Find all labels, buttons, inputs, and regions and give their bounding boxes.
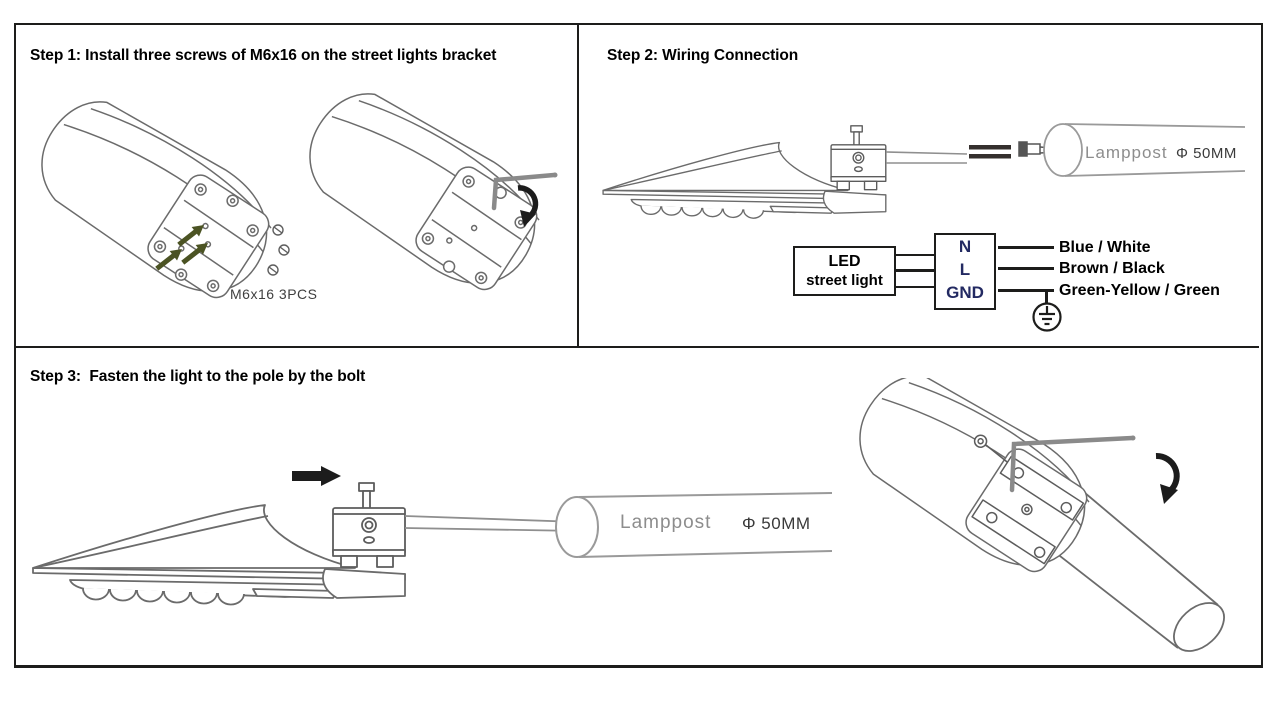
insert-direction-arrow-icon: [292, 466, 341, 486]
street-light-side-illustration-step3: [32, 466, 833, 606]
wire-gnd-out: [998, 289, 1054, 292]
lamppost-tube: [555, 492, 833, 558]
terminal-box: N L GND: [934, 233, 996, 310]
terminal-n: N: [958, 237, 972, 256]
bracket-arm-tube: [885, 151, 968, 164]
wire-l-out: [998, 267, 1054, 270]
ground-symbol-icon: [1032, 302, 1062, 332]
step2-title: Step 2: Wiring Connection: [607, 47, 799, 64]
rotate-arrow-icon: [1155, 453, 1180, 504]
allen-key-icon: [491, 172, 558, 211]
terminal-gnd: GND: [946, 283, 984, 303]
street-light-side-illustration-step2: [602, 123, 1246, 219]
wire-n-out: [998, 246, 1054, 249]
cable-wires: [969, 145, 1011, 159]
led-box-line1: LED: [828, 253, 861, 271]
pole-mounted-light-illustration: [859, 378, 1225, 652]
wire-blue-white-label: Blue / White: [1059, 239, 1151, 256]
allen-key-icon: [1009, 435, 1136, 493]
screw-direction-arrow-icon: [155, 225, 208, 271]
rotate-arrow-icon: [517, 185, 539, 227]
led-box-line2: street light: [806, 271, 883, 289]
lamppost-tube: [1043, 123, 1246, 177]
street-light-rear-right-illustration: [309, 93, 558, 291]
led-street-light-box: LED street light: [793, 246, 896, 296]
wire-led-l: [894, 269, 934, 272]
terminal-l: L: [959, 260, 971, 280]
outer-border: [14, 23, 1263, 668]
street-light-rear-left-illustration: [41, 101, 290, 299]
lamppost-label: Lamppost: [620, 512, 712, 533]
plate-screws: [153, 183, 259, 293]
step3-title: Step 3: Fasten the light to the pole by …: [30, 368, 366, 385]
step1-title: Step 1: Install three screws of M6x16 on…: [30, 47, 497, 64]
lamppost-label: Lamppost: [1085, 143, 1168, 162]
wire-led-n: [894, 254, 934, 256]
m6x16-screws-label: M6x16 3PCS: [230, 286, 318, 302]
panel-divider-vertical: [577, 23, 579, 346]
wire-led-gnd: [894, 286, 934, 288]
mounting-bracket: [830, 125, 887, 191]
bracket-arm-tube: [404, 515, 580, 532]
lamppost-diameter-label: Φ 50MM: [1176, 145, 1237, 162]
wire-brown-black-label: Brown / Black: [1059, 260, 1165, 277]
loose-screws: [267, 224, 290, 276]
wire-green-yellow-label: Green-Yellow / Green: [1059, 282, 1220, 299]
clamp-plates: [971, 434, 1085, 565]
mounting-bracket: [332, 482, 406, 568]
wire-gnd-drop: [1045, 291, 1048, 303]
panel-divider-horizontal: [14, 346, 1259, 348]
lamppost-diameter-label: Φ 50MM: [742, 514, 811, 533]
